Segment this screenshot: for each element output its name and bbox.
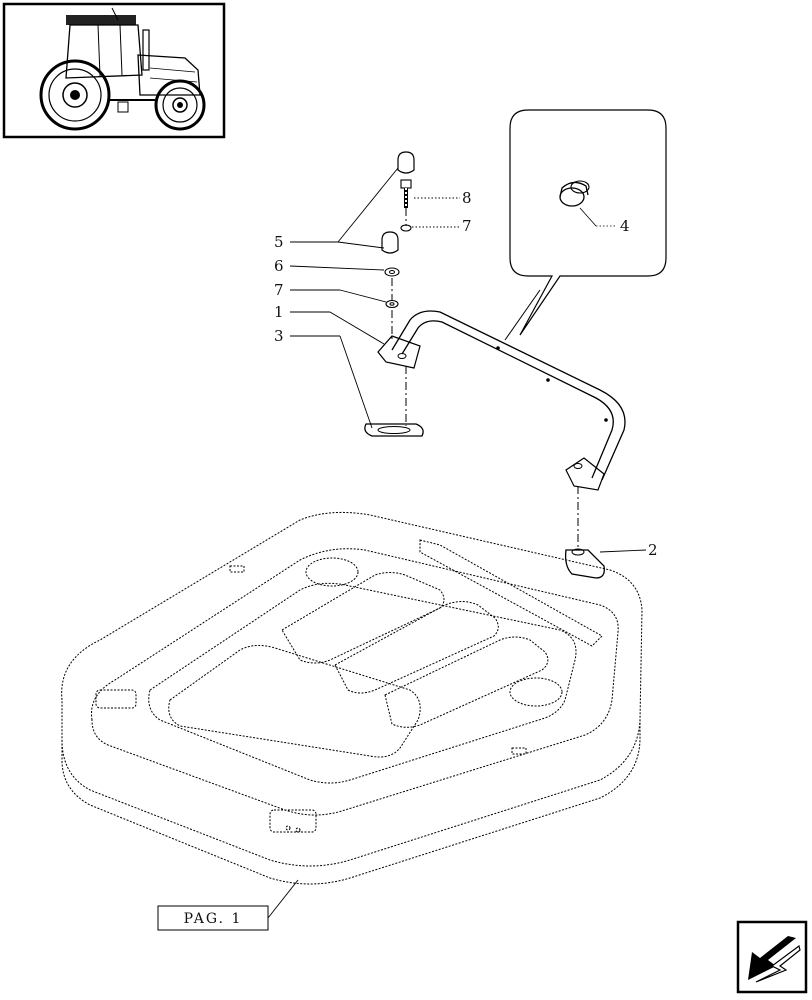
page-reference-label: PAG. 1 bbox=[184, 911, 243, 927]
callout-7-upper: 7 bbox=[462, 217, 472, 235]
callout-2: 2 bbox=[648, 541, 658, 559]
callout-1: 1 bbox=[274, 303, 284, 321]
callout-6: 6 bbox=[274, 257, 284, 275]
callout-7-lower: 7 bbox=[274, 281, 284, 299]
detail-callout-box bbox=[509, 109, 667, 336]
page-reference[interactable]: PAG. 1 bbox=[157, 905, 269, 931]
rubber-pad-part bbox=[364, 423, 424, 437]
callout-3: 3 bbox=[274, 327, 284, 345]
cab-roof-panel bbox=[61, 511, 643, 885]
callout-4: 4 bbox=[620, 217, 630, 235]
leader-lines bbox=[267, 167, 647, 919]
next-page-arrow-icon[interactable] bbox=[736, 920, 808, 994]
support-block-part bbox=[564, 548, 605, 579]
fastener-parts bbox=[381, 151, 415, 309]
assembly-axis-lines bbox=[391, 208, 579, 550]
lens-cap-part bbox=[559, 180, 590, 207]
handle-assembly bbox=[377, 289, 626, 491]
tractor-thumbnail-icon[interactable] bbox=[2, 2, 226, 139]
callout-5: 5 bbox=[274, 233, 284, 251]
callout-labels: 8 7 4 5 6 7 1 3 2 bbox=[274, 189, 658, 559]
callout-8: 8 bbox=[462, 189, 472, 207]
